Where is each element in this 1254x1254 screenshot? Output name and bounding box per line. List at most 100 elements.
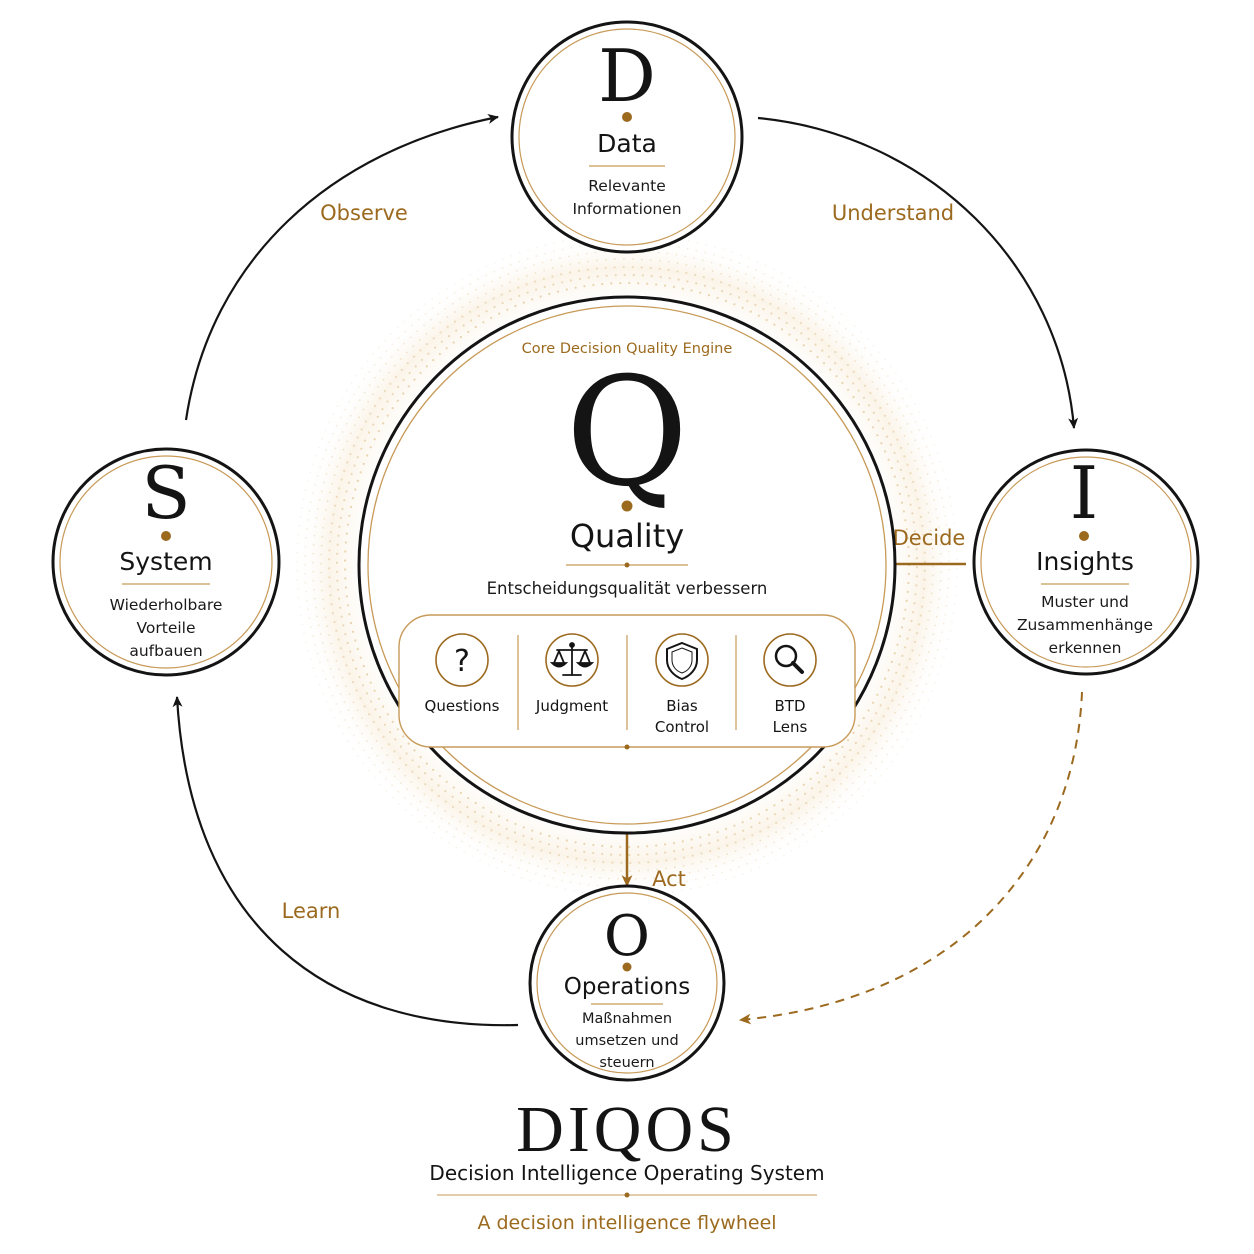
halo-dot (322, 692, 324, 695)
halo-dot (811, 787, 814, 790)
halo-dot (425, 826, 428, 829)
halo-dot (905, 723, 908, 726)
halo-dot (417, 809, 419, 811)
halo-dot (478, 841, 481, 844)
halo-dot (875, 712, 878, 715)
halo-dot (373, 438, 376, 441)
halo-dot (886, 375, 889, 377)
halo-dot (829, 759, 832, 762)
halo-dot (303, 632, 305, 635)
halo-dot (397, 337, 400, 339)
halo-dot (899, 683, 902, 686)
halo-dot (950, 504, 953, 507)
halo-dot (939, 461, 942, 463)
halo-dot (924, 494, 926, 496)
halo-dot (949, 495, 951, 498)
halo-dot (578, 277, 582, 280)
halo-dot (298, 524, 301, 527)
halo-dot (914, 593, 917, 596)
halo-dot (726, 844, 729, 847)
halo-dot (753, 286, 756, 288)
halo-dot (915, 722, 918, 725)
halo-dot (374, 376, 376, 379)
halo-dot (921, 485, 924, 488)
halo-dot (758, 821, 761, 825)
halo-dot (819, 790, 822, 793)
halo-dot (379, 783, 382, 786)
halo-dot (703, 267, 705, 270)
halo-dot (619, 845, 622, 849)
halo-dot (312, 492, 314, 495)
halo-dot (916, 632, 919, 635)
halo-dot (910, 413, 913, 415)
halo-dot (870, 719, 873, 723)
halo-dot (956, 558, 958, 561)
halo-dot (346, 523, 349, 526)
halo-dot (341, 676, 344, 679)
halo-dot (483, 284, 485, 287)
halo-dot (698, 886, 701, 888)
halo-dot (498, 312, 501, 315)
halo-dot (423, 324, 425, 327)
halo-dot (320, 580, 323, 583)
halo-dot (906, 687, 908, 690)
halo-dot (945, 524, 948, 526)
halo-dot (318, 499, 321, 501)
halo-dot (313, 597, 316, 600)
halo-dot (408, 372, 411, 375)
halo-dot (646, 853, 649, 856)
halo-dot (892, 382, 894, 385)
halo-dot (940, 570, 942, 573)
tool-label-btd-line-1: BTD (774, 697, 805, 715)
halo-dot (761, 289, 764, 292)
halo-dot (920, 515, 923, 519)
halo-dot (348, 514, 351, 517)
halo-dot (880, 685, 883, 688)
halo-dot (816, 771, 819, 775)
halo-dot (922, 533, 925, 536)
halo-dot (333, 504, 337, 507)
halo-dot (310, 501, 313, 504)
halo-dot (459, 791, 462, 795)
halo-dot (358, 416, 360, 419)
halo-dot (926, 473, 929, 475)
halo-dot (923, 587, 926, 590)
halo-dot (945, 647, 948, 650)
halo-dot (352, 734, 355, 737)
halo-dot (690, 846, 693, 849)
halo-dot (750, 825, 753, 829)
halo-dot (910, 730, 913, 733)
halo-dot (724, 827, 728, 831)
halo-dot (526, 870, 529, 872)
halo-dot (528, 862, 531, 865)
halo-dot (307, 608, 309, 611)
halo-dot (714, 246, 716, 248)
halo-dot (869, 391, 872, 395)
halo-dot (367, 401, 369, 403)
halo-dot (695, 282, 698, 285)
halo-dot (888, 422, 891, 425)
halo-dot (644, 877, 646, 880)
halo-dot (385, 350, 388, 352)
halo-dot (349, 505, 353, 509)
halo-dot (353, 393, 355, 395)
halo-dot (761, 298, 764, 301)
halo-dot (862, 396, 866, 399)
halo-dot (501, 860, 503, 863)
halo-dot (691, 854, 694, 857)
halo-dot (501, 258, 504, 261)
halo-dot (932, 633, 935, 636)
halo-dot (474, 801, 477, 805)
halo-dot (904, 608, 907, 611)
halo-dot (936, 517, 939, 519)
halo-dot (319, 633, 322, 636)
halo-dot (587, 883, 590, 886)
halo-dot (461, 278, 464, 280)
halo-dot (359, 656, 362, 659)
node-operations-desc-line-1: Maßnahmen (582, 1011, 672, 1027)
halo-dot (947, 487, 949, 489)
halo-dot (773, 841, 775, 844)
halo-dot (726, 853, 728, 856)
halo-dot (592, 843, 595, 847)
halo-dot (565, 847, 568, 850)
